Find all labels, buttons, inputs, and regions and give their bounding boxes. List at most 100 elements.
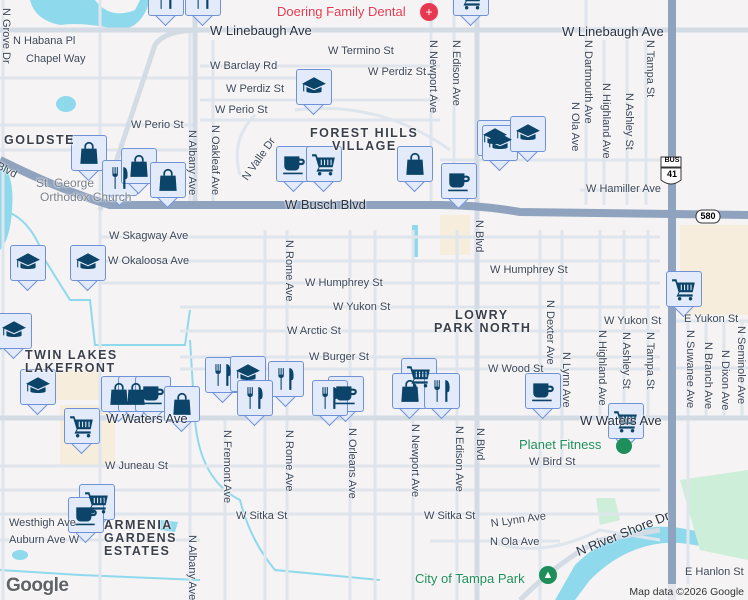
- street-label: N Ola Ave: [569, 102, 581, 152]
- marker-card: [102, 160, 138, 196]
- street-label: N Albany Ave: [186, 130, 198, 196]
- marker-card: [312, 380, 348, 416]
- school-marker[interactable]: [20, 369, 56, 416]
- street-label: N Branch Ave: [702, 342, 714, 410]
- marker-card: [185, 0, 221, 16]
- restaurant-marker[interactable]: [237, 380, 273, 427]
- poi-label-church[interactable]: St. George: [36, 176, 95, 190]
- park-pin-icon[interactable]: ▲: [539, 566, 557, 584]
- marker-card: [64, 408, 100, 444]
- marker-card: [10, 245, 46, 281]
- poi-label-church[interactable]: Orthodox Church: [40, 190, 132, 204]
- street-label: N Highland Ave: [596, 330, 608, 406]
- street-label: N Orleans Ave: [346, 428, 358, 499]
- cart-marker[interactable]: [453, 0, 489, 27]
- school-marker[interactable]: [230, 356, 266, 403]
- shopping-marker[interactable]: [121, 148, 157, 195]
- street-label: W Skagway Ave: [109, 230, 189, 242]
- poi-label-fitness[interactable]: Planet Fitness: [519, 437, 602, 452]
- shopping-icon: [402, 151, 428, 177]
- marker-card: [441, 163, 477, 199]
- shopping-marker[interactable]: [397, 146, 433, 193]
- school-marker[interactable]: [0, 313, 32, 360]
- marker-card: [164, 386, 200, 422]
- neighborhood-label: VILLAGE: [332, 139, 397, 153]
- restaurant-icon: [210, 362, 236, 388]
- street-label: N Albany Ave: [186, 535, 198, 600]
- school-icon: [25, 374, 51, 400]
- marker-card: [306, 146, 342, 182]
- coffee-marker[interactable]: [525, 373, 561, 420]
- restaurant-marker[interactable]: [268, 361, 304, 408]
- school-icon: [75, 250, 101, 276]
- fitness-pin-icon[interactable]: [616, 438, 632, 454]
- map-attribution[interactable]: Map data ©2026 Google: [625, 584, 748, 600]
- marker-card: [148, 0, 184, 16]
- restaurant-marker[interactable]: [102, 160, 138, 207]
- coffee-marker[interactable]: [276, 146, 312, 193]
- poi-label-park[interactable]: City of Tampa Park: [415, 571, 525, 586]
- street-label: W Perdiz St: [226, 83, 285, 95]
- neighborhood-label: GOLDSTE: [4, 133, 75, 147]
- restaurant-icon: [153, 0, 179, 11]
- dental-pin-icon[interactable]: +: [420, 3, 438, 21]
- restaurant-marker[interactable]: [312, 380, 348, 427]
- street-label: W Okaloosa Ave: [108, 255, 190, 267]
- street-label: W Busch Blvd: [285, 197, 366, 212]
- street-label: N Blvd: [473, 220, 485, 253]
- cart-marker[interactable]: [608, 403, 644, 450]
- street-label: W Barclay Rd: [210, 60, 278, 72]
- school-marker[interactable]: [482, 125, 518, 172]
- coffee-marker[interactable]: [68, 497, 104, 544]
- cart-icon: [69, 413, 95, 439]
- street-label: N Tampa St: [644, 40, 656, 98]
- street-label: W Sitka St: [236, 510, 288, 522]
- street-label: W Linebaugh Ave: [562, 24, 664, 39]
- google-logo: Google: [6, 575, 69, 596]
- restaurant-marker[interactable]: [148, 0, 184, 27]
- neighborhood-label: PARK NORTH: [434, 321, 532, 335]
- street-label: N Lynn Ave: [560, 352, 572, 408]
- marker-card: [68, 497, 104, 533]
- cart-icon: [671, 276, 697, 302]
- street-label: N Ola Ave: [490, 536, 540, 548]
- restaurant-marker[interactable]: [185, 0, 221, 27]
- marker-card: [135, 376, 171, 412]
- shopping-marker[interactable]: [71, 135, 107, 182]
- poi-label-dental[interactable]: Doering Family Dental: [277, 4, 406, 19]
- coffee-marker[interactable]: [441, 163, 477, 210]
- neighborhood-label: LOWRY: [455, 308, 509, 322]
- coffee-icon: [446, 168, 472, 194]
- cart-marker[interactable]: [666, 271, 702, 318]
- restaurant-icon: [190, 0, 216, 11]
- cart-marker[interactable]: [64, 408, 100, 455]
- school-marker[interactable]: [70, 245, 106, 292]
- neighborhood-label: ESTATES: [104, 544, 171, 558]
- marker-card: [482, 125, 518, 161]
- street-label: N Edison Ave: [453, 426, 465, 492]
- shopping-marker[interactable]: [392, 373, 428, 420]
- school-icon: [301, 74, 327, 100]
- school-marker[interactable]: [10, 245, 46, 292]
- street-label: Auburn Ave W: [9, 534, 80, 546]
- restaurant-marker[interactable]: [205, 357, 241, 404]
- shopping-marker[interactable]: [150, 162, 186, 209]
- marker-card: [608, 403, 644, 439]
- canals: [0, 209, 381, 581]
- street-label: N Oakleaf Ave: [209, 125, 221, 196]
- marker-card: [666, 271, 702, 307]
- street-label: W Humphrey St: [305, 277, 383, 289]
- coffee-icon: [140, 381, 166, 407]
- street-label: N Seminole Ave: [735, 326, 747, 405]
- restaurant-marker[interactable]: [424, 373, 460, 420]
- neighborhood-label: TWIN LAKES: [25, 348, 118, 362]
- cart-marker[interactable]: [306, 146, 342, 193]
- school-marker[interactable]: [296, 69, 332, 116]
- shopping-marker[interactable]: [164, 386, 200, 433]
- street-label: N Newport Ave: [427, 40, 439, 114]
- school-marker[interactable]: [510, 116, 546, 163]
- us41-shield-label: 41: [666, 169, 677, 179]
- marker-card: [453, 0, 489, 16]
